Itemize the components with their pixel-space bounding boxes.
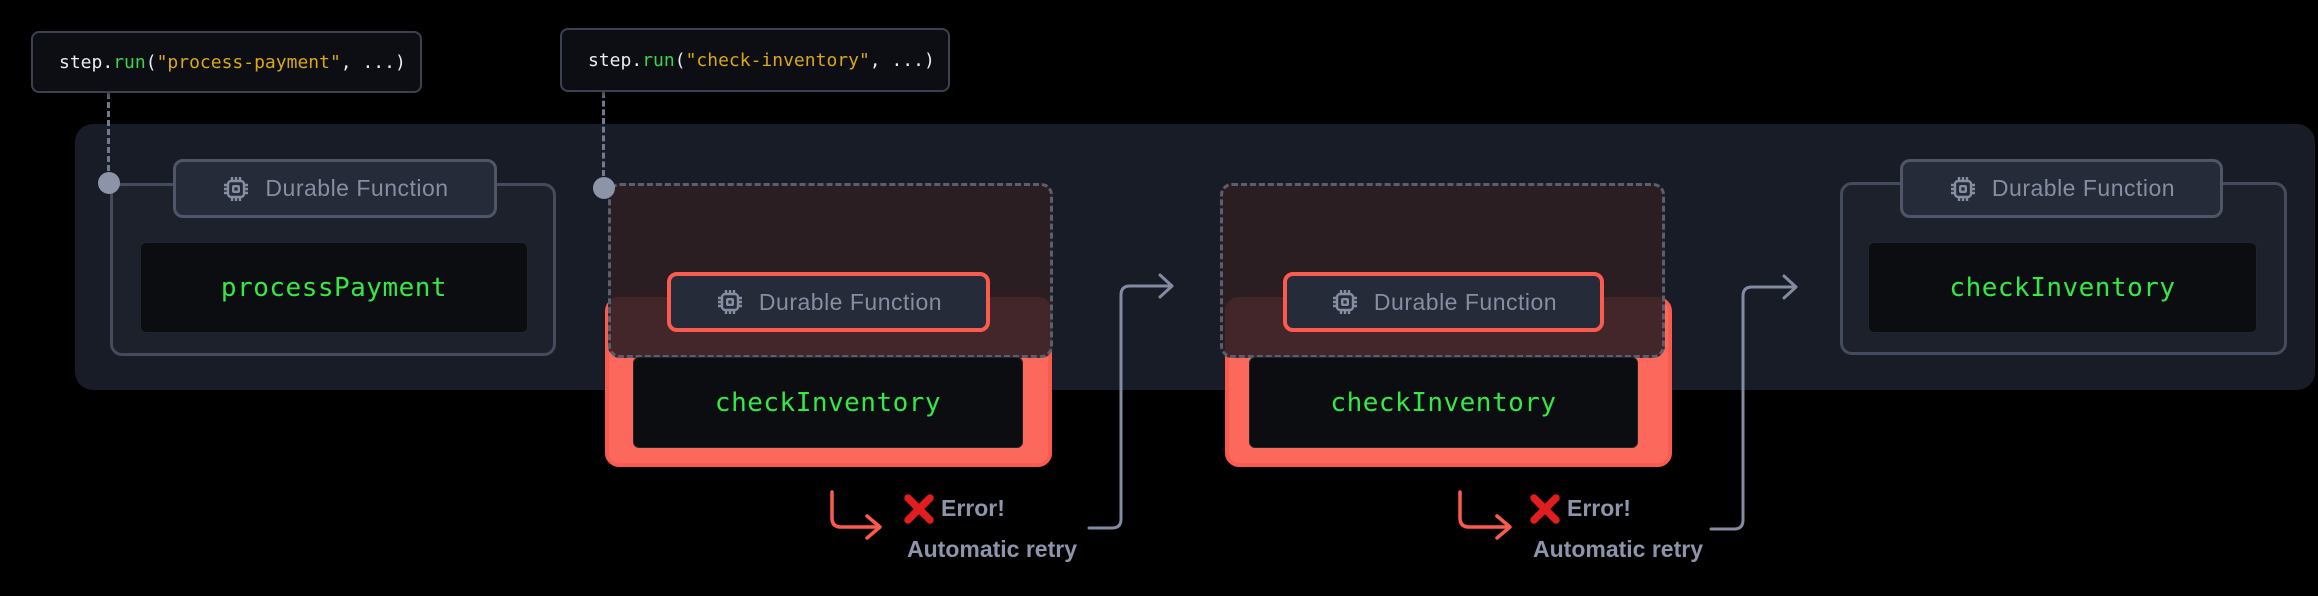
code-rest: , ...) [869, 49, 935, 71]
code-method: run [642, 49, 675, 71]
cpu-icon [717, 290, 742, 314]
error-label-1: Error! [941, 495, 1005, 521]
code-dot: . [631, 49, 643, 71]
code-string-arg: "check-inventory" [685, 49, 870, 71]
durable-function-badge-2: Durable Function [667, 272, 990, 332]
function-name: processPayment [220, 272, 448, 303]
code-object: step [588, 49, 632, 71]
function-name-box-1: processPayment [140, 242, 528, 333]
error-arrow-1 [830, 490, 882, 540]
cpu-icon [224, 176, 249, 201]
connector-dashed-line-1 [107, 93, 110, 171]
function-name-box-2: checkInventory [633, 357, 1023, 448]
automatic-retry-label-2: Automatic retry [1533, 536, 1703, 562]
code-object: step [59, 51, 103, 73]
function-name-box-3: checkInventory [1249, 357, 1638, 448]
badge-label: Durable Function [1373, 288, 1558, 315]
error-label-2: Error! [1567, 495, 1631, 521]
badge-label: Durable Function [758, 288, 943, 315]
code-paren: ( [674, 49, 686, 71]
code-string-arg: "process-payment" [156, 51, 341, 73]
code-paren: ( [145, 51, 157, 73]
connector-dot-2 [593, 177, 615, 199]
function-name-box-4: checkInventory [1868, 242, 2257, 333]
cpu-icon [1950, 176, 1975, 201]
cpu-icon [1332, 290, 1357, 314]
durable-function-badge-3: Durable Function [1283, 272, 1604, 332]
error-x-icon [904, 494, 934, 524]
durable-function-badge-4: Durable Function [1900, 159, 2223, 218]
connector-dot-1 [98, 172, 120, 194]
durable-function-badge-1: Durable Function [173, 159, 497, 218]
function-name: checkInventory [714, 387, 942, 418]
badge-label: Durable Function [265, 175, 449, 201]
automatic-retry-label-1: Automatic retry [907, 536, 1077, 562]
code-rest: , ...) [340, 51, 406, 73]
step-run-label-2: step.run("check-inventory", ...) [560, 28, 950, 92]
connector-dashed-line-2 [602, 92, 605, 176]
function-name: checkInventory [1330, 387, 1557, 418]
function-name: checkInventory [1949, 272, 2176, 303]
code-dot: . [102, 51, 114, 73]
error-x-icon [1530, 494, 1560, 524]
step-run-label-1: step.run("process-payment", ...) [31, 31, 422, 93]
code-method: run [113, 51, 146, 73]
error-arrow-2 [1458, 490, 1512, 540]
badge-label: Durable Function [1991, 175, 2176, 201]
